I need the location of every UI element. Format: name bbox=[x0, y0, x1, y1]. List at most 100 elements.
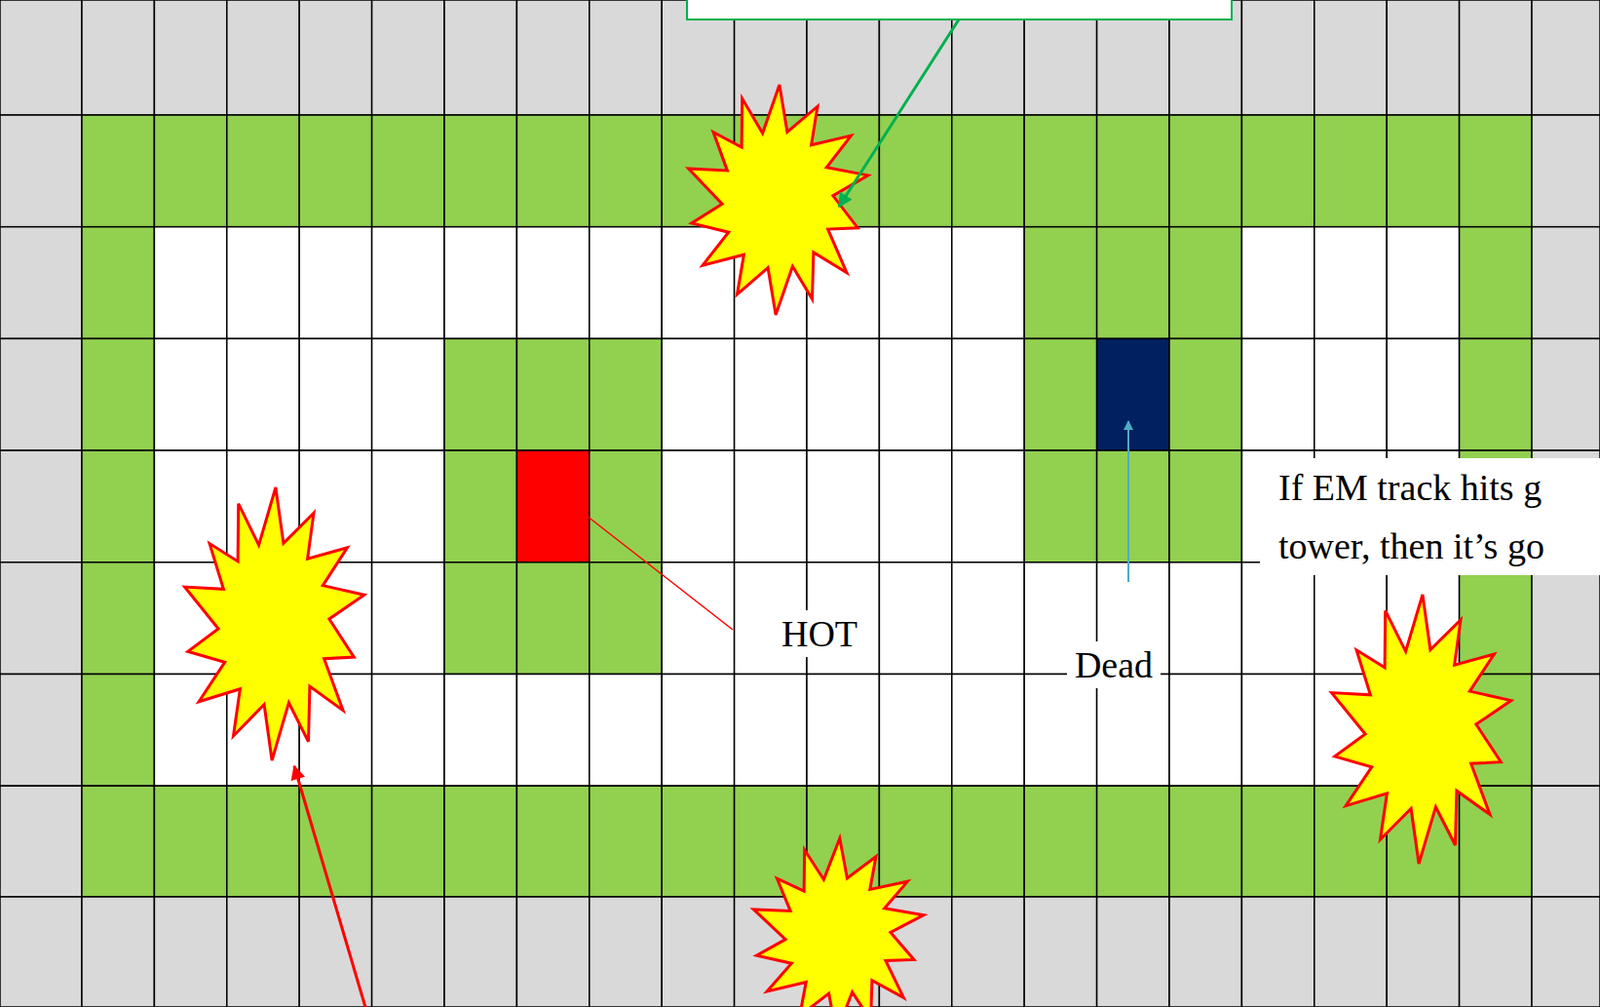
grid-cell bbox=[878, 785, 952, 897]
grid-cell bbox=[516, 785, 589, 897]
grid-cell bbox=[878, 450, 952, 563]
grid-cell bbox=[589, 338, 662, 451]
grid-cell bbox=[1314, 227, 1387, 340]
grid-cell bbox=[952, 338, 1025, 451]
grid-cell bbox=[1531, 785, 1600, 897]
grid-cell bbox=[444, 450, 517, 563]
grid-cell bbox=[1169, 227, 1242, 340]
grid-cell bbox=[1314, 0, 1387, 115]
grid-cell bbox=[0, 227, 82, 340]
grid-cell bbox=[878, 674, 952, 787]
grid-cell bbox=[81, 227, 154, 340]
grid-cell bbox=[227, 338, 300, 451]
grid-cell bbox=[1097, 785, 1170, 897]
grid-cell bbox=[1241, 562, 1314, 675]
grid-cell bbox=[444, 562, 517, 675]
grid-cell bbox=[1314, 114, 1387, 228]
grid-cell bbox=[372, 785, 445, 897]
grid-cell bbox=[1531, 338, 1600, 451]
grid-cell bbox=[153, 450, 227, 563]
grid-cell bbox=[734, 338, 807, 451]
grid-cell bbox=[878, 562, 952, 675]
hit-burst bbox=[753, 838, 924, 1007]
grid-cell bbox=[952, 114, 1025, 228]
grid-cell bbox=[734, 674, 807, 787]
hit-burst bbox=[1332, 594, 1512, 864]
grid-cell bbox=[661, 562, 734, 675]
grid-cell bbox=[952, 562, 1025, 675]
grid-cell bbox=[589, 674, 662, 787]
grid-cell bbox=[516, 896, 589, 1007]
grid-cell bbox=[661, 785, 734, 897]
grid-cell bbox=[1024, 338, 1097, 451]
grid-cell bbox=[153, 227, 227, 340]
label-text: tower, then it’s go bbox=[1259, 516, 1600, 575]
grid-cell bbox=[1097, 896, 1170, 1007]
grid-cell bbox=[878, 338, 952, 451]
grid-cell bbox=[1241, 674, 1314, 787]
grid-cell bbox=[661, 896, 734, 1007]
grid-cell bbox=[1169, 674, 1242, 787]
grid-cell bbox=[444, 674, 517, 787]
grid-cell bbox=[1097, 450, 1170, 563]
grid-cell bbox=[153, 114, 227, 228]
grid-cell bbox=[227, 0, 300, 115]
grid-cell bbox=[1459, 114, 1532, 228]
grid-cell bbox=[1531, 227, 1600, 340]
grid-cell bbox=[153, 0, 227, 115]
grid-cell bbox=[444, 338, 517, 451]
grid-cell bbox=[589, 562, 662, 675]
grid-cell bbox=[1531, 114, 1600, 228]
grid-cell bbox=[227, 785, 300, 897]
grid-cell bbox=[299, 785, 372, 897]
hit-burst bbox=[185, 487, 365, 761]
grid-cell bbox=[1386, 227, 1459, 340]
grid-cell bbox=[81, 562, 154, 675]
grid-cell bbox=[0, 562, 82, 675]
grid-cell bbox=[0, 896, 82, 1007]
grid-cell bbox=[1024, 450, 1097, 563]
grid-cell bbox=[1097, 227, 1170, 340]
grid-cell bbox=[1459, 785, 1532, 897]
grid-cell bbox=[1241, 338, 1314, 451]
grid-cell bbox=[444, 114, 517, 228]
grid-cell bbox=[1241, 896, 1314, 1007]
grid-cell bbox=[1024, 114, 1097, 228]
grid-cell bbox=[589, 896, 662, 1007]
grid-cell bbox=[153, 896, 227, 1007]
grid-cell bbox=[372, 896, 445, 1007]
grid-cell bbox=[153, 338, 227, 451]
grid-cell bbox=[1169, 785, 1242, 897]
grid-cell bbox=[372, 0, 445, 115]
grid-cell bbox=[299, 114, 372, 228]
grid-cell bbox=[589, 227, 662, 340]
grid-cell bbox=[1386, 896, 1459, 1007]
grid-cell bbox=[1531, 562, 1600, 675]
label-text: Dead bbox=[1066, 641, 1161, 688]
grid-cell bbox=[952, 896, 1025, 1007]
grid-cell bbox=[81, 450, 154, 563]
grid-cell bbox=[372, 562, 445, 675]
grid-cell bbox=[444, 896, 517, 1007]
grid-cell bbox=[516, 450, 589, 563]
grid-cell bbox=[1169, 450, 1242, 563]
grid-cell bbox=[952, 450, 1025, 563]
grid-cell bbox=[806, 450, 879, 563]
grid-cell bbox=[1241, 785, 1314, 897]
grid-cell bbox=[372, 114, 445, 228]
grid-cell bbox=[1024, 674, 1097, 787]
grid-cell bbox=[661, 338, 734, 451]
grid-cell bbox=[444, 785, 517, 897]
grid-cell bbox=[1241, 0, 1314, 115]
grid-cell bbox=[1169, 562, 1242, 675]
grid-cell bbox=[1169, 338, 1242, 451]
grid-cell bbox=[1097, 674, 1170, 787]
grid-cell bbox=[1459, 562, 1532, 675]
grid-cell bbox=[516, 0, 589, 115]
leader-arrow bbox=[294, 765, 368, 1007]
grid-cell bbox=[952, 785, 1025, 897]
grid-cell bbox=[81, 114, 154, 228]
label-text: If EM track hits g bbox=[1259, 457, 1600, 517]
